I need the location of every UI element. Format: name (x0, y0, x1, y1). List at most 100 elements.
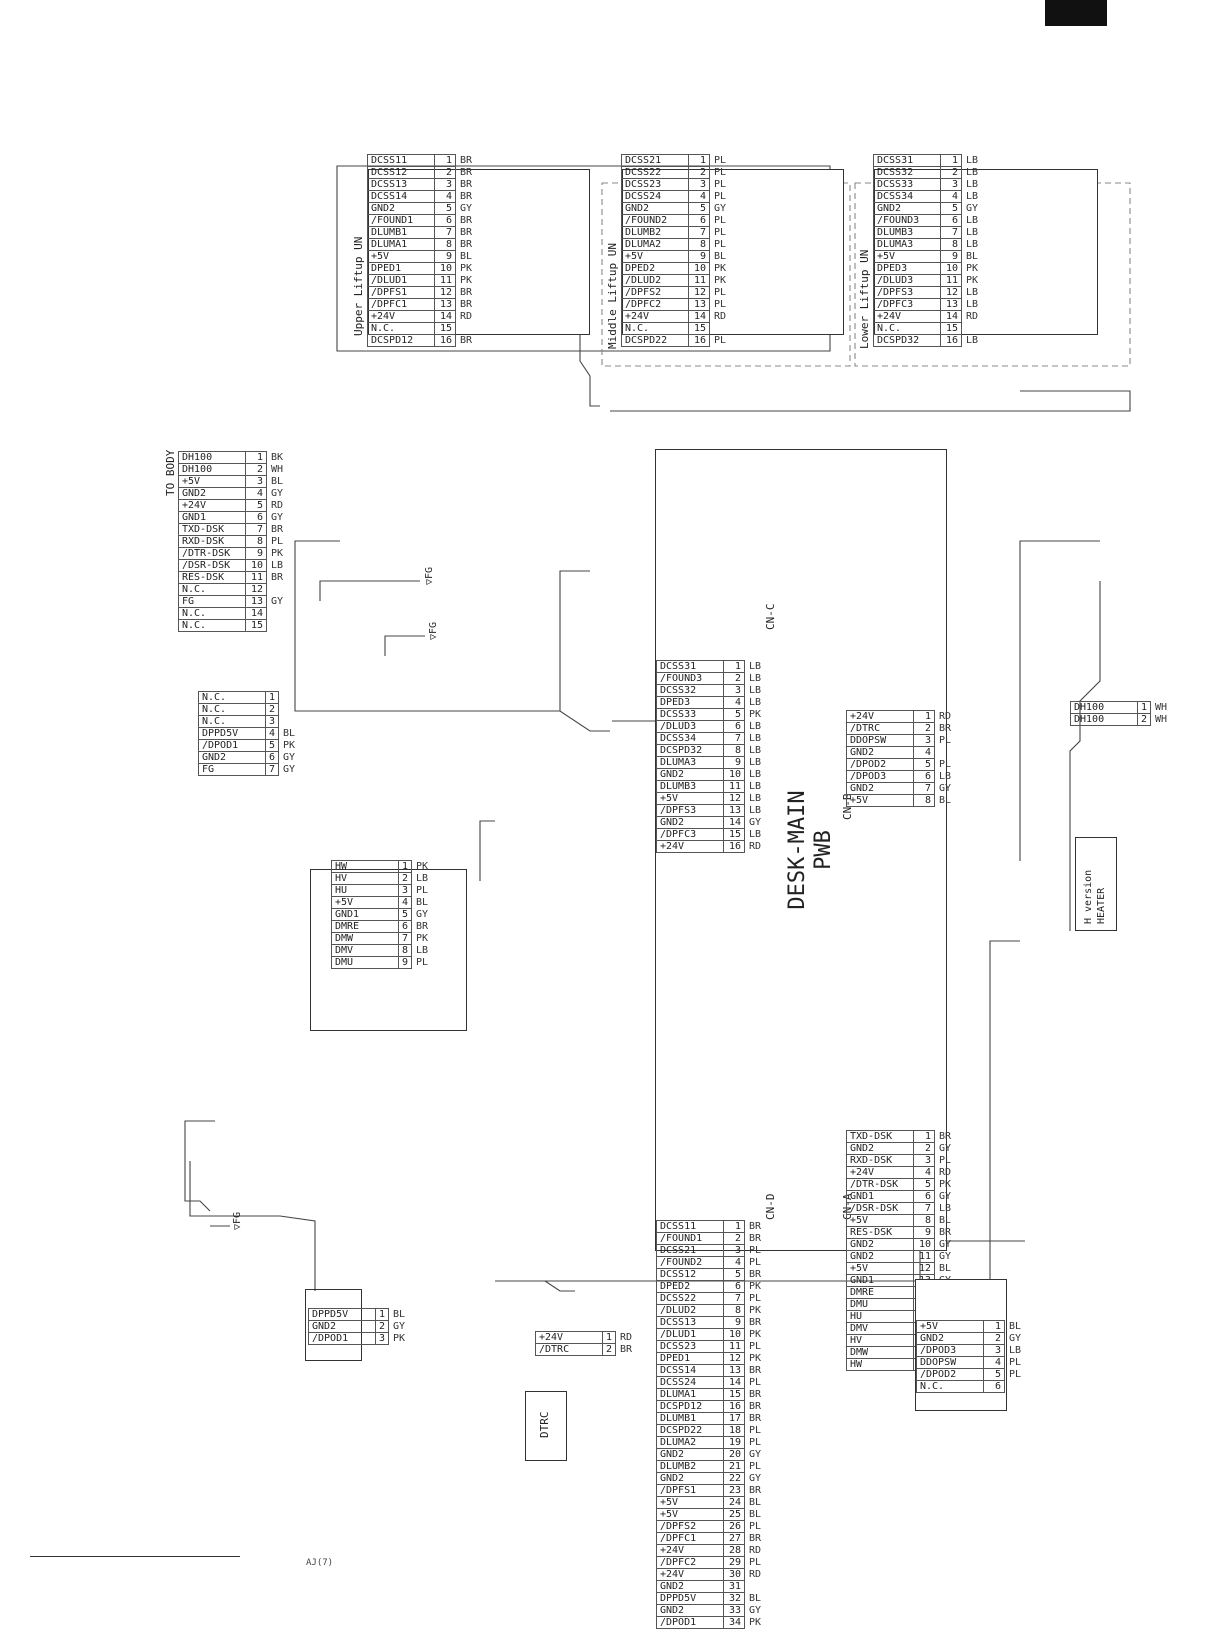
wire-color (745, 1581, 765, 1593)
wire-color (456, 323, 476, 335)
pin-number: 3 (983, 1344, 1005, 1357)
signal-name: /DLUD1 (367, 274, 435, 287)
wire-color: LB (1009, 1345, 1022, 1356)
signal-name: DCSPD12 (656, 1400, 724, 1413)
signal-name: DMV (846, 1322, 914, 1335)
wire-color: LB (966, 227, 979, 238)
pin-number: 7 (940, 226, 962, 239)
wire-color: PK (939, 1179, 952, 1190)
wire-color: BR (749, 1269, 762, 1280)
wire-color: LB (966, 239, 979, 250)
pin-number: 8 (723, 1304, 745, 1317)
pin-number: 2 (723, 1232, 745, 1245)
pin-number: 9 (398, 956, 412, 969)
sensor6-row: N.C.6 (916, 1380, 1025, 1393)
signal-name: +24V (178, 499, 246, 512)
footer-note: AJ(7) (306, 1558, 334, 1568)
wire-color: PK (416, 933, 429, 944)
pin-number: 3 (398, 884, 412, 897)
signal-name: RXD-DSK (178, 535, 246, 548)
signal-name: DCSS13 (367, 178, 435, 191)
signal-name: DCSPD22 (621, 334, 689, 347)
signal-name: DCSS32 (656, 684, 724, 697)
pin-number: 16 (940, 334, 962, 347)
pin-number: 1 (913, 710, 935, 723)
signal-name: N.C. (178, 619, 246, 632)
signal-name: GND2 (656, 768, 724, 781)
fg-wire-1 (319, 580, 420, 601)
pin-number: 5 (245, 499, 267, 512)
wire-color (267, 584, 287, 596)
signal-name: DPED3 (656, 696, 724, 709)
signal-name: HW (331, 860, 399, 873)
wire-color: PL (714, 239, 727, 250)
signal-name: DMRE (331, 920, 399, 933)
wire-color: GY (271, 596, 284, 607)
signal-name: GND2 (656, 816, 724, 829)
wire-color: PL (714, 191, 727, 202)
wire-color: LB (749, 721, 762, 732)
pin-number: 31 (723, 1580, 745, 1593)
pin-number: 9 (723, 756, 745, 769)
pin-number: 7 (913, 1202, 935, 1215)
pin-number: 6 (723, 1280, 745, 1293)
signal-name: DLUMA3 (873, 238, 941, 251)
wire-color: BR (460, 155, 473, 166)
pin-number: 16 (434, 334, 456, 347)
signal-name: DCSS23 (656, 1340, 724, 1353)
dtrc-box: DTRC (525, 1391, 567, 1461)
signal-name: /DPFC2 (656, 1556, 724, 1569)
wire-color: BR (460, 179, 473, 190)
wire-color (267, 620, 287, 632)
signal-name: DDOPSW (916, 1356, 984, 1369)
pin-number: 2 (434, 166, 456, 179)
signal-name: DH100 (1070, 701, 1138, 714)
wire-color (1005, 1381, 1025, 1393)
lower-unit-label: Lower Liftup UN (858, 249, 871, 349)
signal-name: GND2 (846, 1238, 914, 1251)
wire-color: GY (271, 488, 284, 499)
wire-color (710, 323, 730, 335)
wire-color: PL (749, 1293, 762, 1304)
wire-color: RD (714, 311, 727, 322)
pin-number: 2 (913, 1142, 935, 1155)
wire-color: BL (714, 251, 727, 262)
wire-color: LB (416, 873, 429, 884)
signal-name: /DLUD3 (873, 274, 941, 287)
pin-number: 34 (723, 1616, 745, 1629)
wire-color: LB (939, 771, 952, 782)
